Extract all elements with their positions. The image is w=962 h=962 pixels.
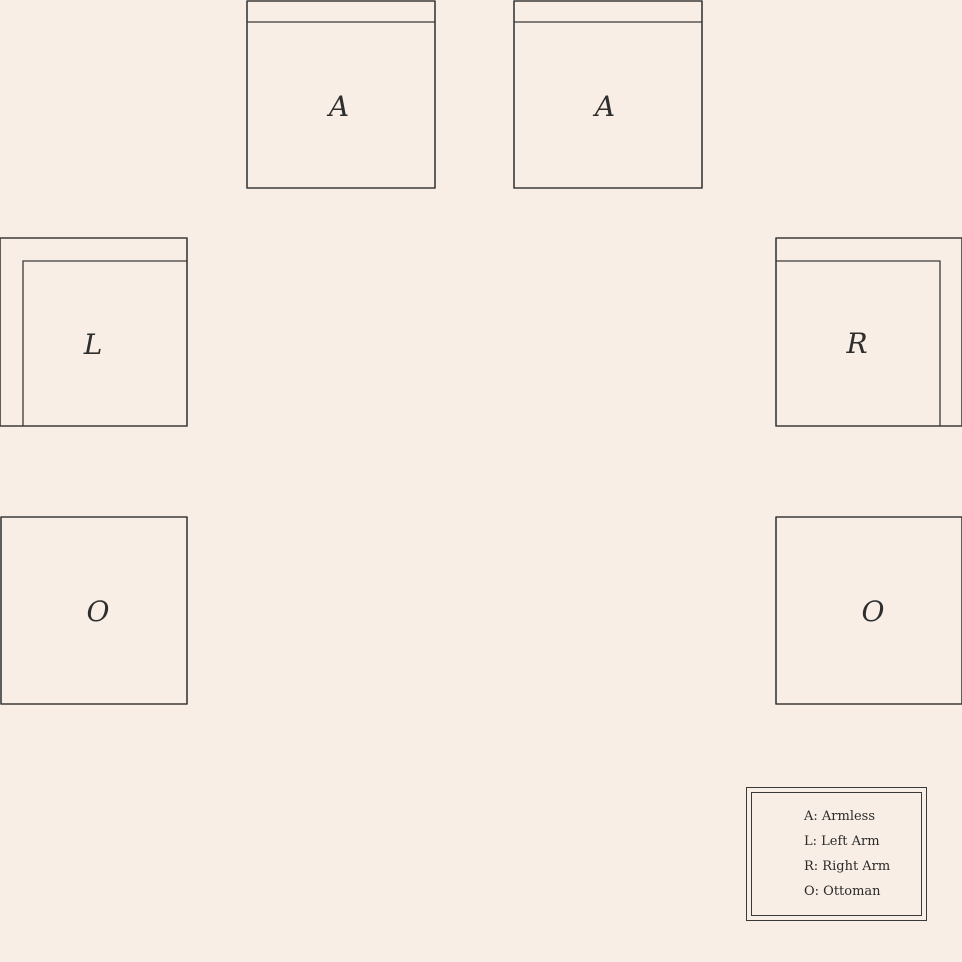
- ottoman-piece-2-label: O: [861, 595, 885, 628]
- armless-piece-2-label: A: [594, 90, 616, 123]
- right-arm-piece-arm-and-back: [776, 260, 941, 426]
- ottoman-piece-1: [0, 516, 188, 705]
- legend-item-ottoman: O: Ottoman: [804, 884, 881, 899]
- left-arm-piece-label: L: [83, 328, 103, 361]
- right-arm-piece-outline: [775, 237, 962, 427]
- right-arm-piece: [775, 237, 962, 427]
- left-arm-piece-arm-and-back: [22, 260, 187, 426]
- armless-piece-1-outline: [246, 0, 436, 189]
- legend-item-left-arm: L: Left Arm: [804, 834, 880, 849]
- ottoman-piece-1-label: O: [86, 595, 110, 628]
- legend-item-armless: A: Armless: [804, 809, 876, 824]
- armless-piece-1-label: A: [328, 90, 350, 123]
- left-arm-piece-outline: [0, 237, 188, 427]
- armless-piece-1: [246, 0, 436, 189]
- armless-piece-2-outline: [513, 0, 703, 189]
- armless-piece-2: [513, 0, 703, 189]
- legend: A: Armless L: Left Arm R: Right Arm O: O…: [746, 787, 927, 921]
- right-arm-piece-label: R: [846, 327, 868, 360]
- legend-item-right-arm: R: Right Arm: [804, 859, 891, 874]
- legend-inner-border: [751, 792, 922, 916]
- legend-list: A: Armless L: Left Arm R: Right Arm O: O…: [804, 808, 890, 908]
- left-arm-piece: [0, 237, 188, 427]
- ottoman-piece-2: [775, 516, 962, 705]
